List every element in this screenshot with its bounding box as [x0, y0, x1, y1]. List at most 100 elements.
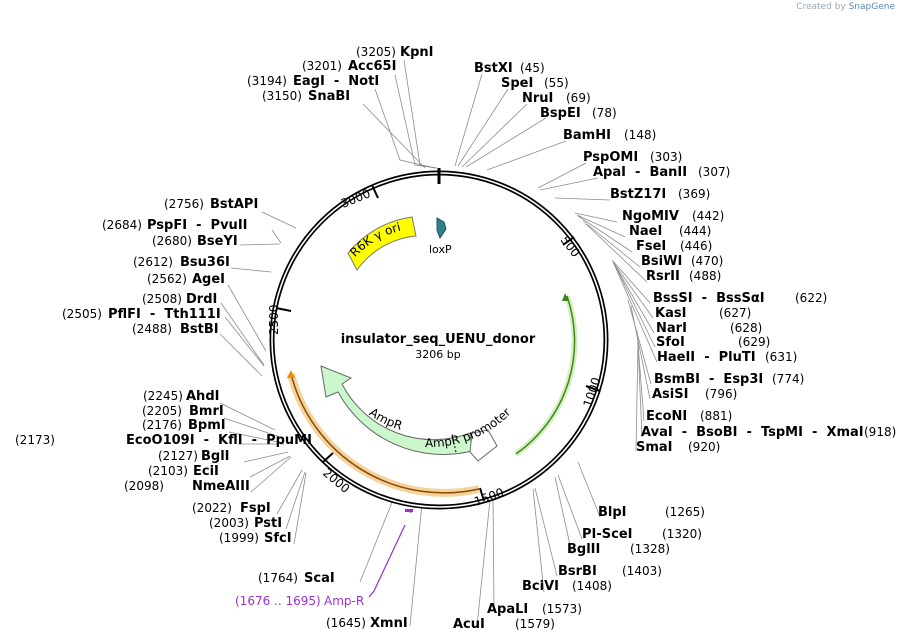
site-label: (2612) Bsu36I — [133, 255, 230, 270]
site-position: (442) — [692, 209, 724, 223]
site-label: (303)PspOMI — [583, 150, 682, 165]
site-enzyme-name: FseI — [636, 239, 666, 254]
site-position: (1320) — [662, 527, 702, 541]
site-label: (918)AvaI - BsoBI - TspMI - XmaI — [641, 425, 896, 440]
site-enzyme-name: EcoO109I - KflI - PpuMI — [126, 433, 312, 448]
site-enzyme-name: KasI — [655, 306, 686, 321]
site-position: (796) — [705, 387, 737, 401]
site-label: (2173)EcoO109I - KflI - PpuMI — [15, 433, 312, 448]
feature-ampr: AmpR — [320, 365, 473, 455]
site-enzyme-name: PflFI - Tth111I — [108, 307, 221, 322]
site-label: (2022)FspI — [192, 501, 271, 516]
site-position: (3194) — [247, 74, 287, 88]
site-label: (2127)BglI — [158, 449, 230, 464]
site-enzyme-name: KpnI — [400, 45, 433, 60]
site-position: (2680) — [152, 234, 192, 248]
site-position: (1408) — [572, 579, 612, 593]
snapgene-logo: SnapGene — [848, 2, 895, 12]
site-enzyme-name: BsrBI — [558, 564, 597, 579]
site-position: (148) — [624, 128, 656, 142]
site-position: (2612) — [133, 255, 173, 269]
site-enzyme-name: AhdI — [186, 389, 219, 404]
site-label: (1645)XmnI — [326, 616, 408, 631]
site-label: (2680)BseYI — [152, 234, 238, 249]
site-position: (2562) — [147, 272, 187, 286]
site-label: (2488)BstBI — [132, 322, 219, 337]
site-label: (1265)BlpI — [598, 505, 705, 520]
site-enzyme-name: SfcI — [264, 531, 292, 546]
site-label: (78)BspEI — [540, 106, 617, 121]
site-position: (2488) — [132, 322, 172, 336]
site-enzyme-name: NmeAIII — [192, 479, 250, 494]
site-label: (45)BstXI — [474, 61, 545, 76]
site-position: (918) — [864, 425, 896, 439]
site-enzyme-name: BstAPI — [210, 197, 258, 212]
site-position: (55) — [544, 76, 569, 90]
site-enzyme-name: NarI — [656, 321, 687, 336]
site-label: (628)NarI — [656, 321, 762, 336]
site-enzyme-name: EcoNI — [646, 409, 687, 424]
site-enzyme-name: AvaI - BsoBI - TspMI - XmaI — [641, 425, 864, 440]
site-enzyme-name: BciVI — [522, 579, 559, 594]
site-enzyme-name: BpmI — [188, 418, 226, 433]
primer-amp-r — [368, 509, 413, 598]
site-position: (2205) — [142, 404, 182, 418]
site-position: (1403) — [622, 564, 662, 578]
site-label: (1408) BciVI — [522, 579, 612, 594]
site-enzyme-name: FspI — [240, 501, 271, 516]
site-position: (303) — [650, 150, 682, 164]
site-enzyme-name: PspFI - PvuII — [147, 218, 248, 233]
site-enzyme-name: AsiSI — [652, 387, 688, 402]
site-label: (631)HaeII - PluTI — [657, 350, 797, 365]
primer-label: (1676 .. 1695) Amp-R — [235, 594, 364, 608]
site-enzyme-name: DrdI — [186, 292, 217, 307]
site-label: (796) AsiSI — [652, 387, 737, 402]
site-position: (69) — [566, 91, 591, 105]
site-label: (774)BsmBI - Esp3I — [654, 372, 804, 387]
site-enzyme-name: Bsu36I — [180, 255, 230, 270]
site-enzyme-name: BglI — [201, 449, 230, 464]
site-label: (1403) BsrBI — [558, 564, 662, 579]
site-position: (1999) — [219, 531, 259, 545]
site-enzyme-name: RsrII — [646, 269, 680, 284]
site-label: (488)RsrII — [646, 269, 721, 284]
site-label: (2003)PstI — [209, 516, 282, 531]
site-position: (369) — [678, 187, 710, 201]
site-label: (920)SmaI — [636, 440, 720, 455]
site-label: (2756)BstAPI — [164, 197, 258, 212]
site-label: (442) NgoMIV — [622, 209, 724, 224]
site-position: (3201) — [302, 59, 342, 73]
site-position: (881) — [700, 409, 732, 423]
site-label: (69)NruI — [522, 91, 591, 106]
site-position: (920) — [688, 440, 720, 454]
site-enzyme-name: NgoMIV — [622, 209, 679, 224]
site-enzyme-name: ApaI - BanII — [593, 165, 687, 180]
tick-label-3000: 3000 — [339, 186, 373, 210]
site-position: (3205) — [356, 45, 396, 59]
site-enzyme-name: ScaI — [304, 571, 335, 586]
site-position: (631) — [765, 350, 797, 364]
site-position: (629) — [738, 335, 770, 349]
site-position: (446) — [680, 239, 712, 253]
restriction-site-labels: (3205)KpnI(3201)Acc65I(3194)EagI - NotI(… — [15, 45, 896, 632]
site-label: (3194)EagI - NotI — [247, 74, 379, 89]
site-label: (470)BsiWI — [641, 254, 723, 269]
site-label: (627)KasI — [655, 306, 751, 321]
site-enzyme-name: BstZ17I — [610, 187, 666, 202]
site-position: (1579) — [515, 617, 555, 631]
tick-label-2500: 2500 — [267, 304, 281, 335]
site-enzyme-name: XmnI — [370, 616, 408, 631]
site-enzyme-name: NaeI — [629, 224, 662, 239]
site-enzyme-name: SfoI — [656, 335, 685, 350]
site-position: (2176) — [142, 418, 182, 432]
site-label: (148)BamHI — [563, 128, 656, 143]
site-position: (1328) — [630, 542, 670, 556]
loxp-label: loxP — [429, 243, 452, 256]
site-label: (3150)SnaBI — [262, 89, 350, 104]
snapgene-credit: Created by SnapGene — [796, 2, 895, 12]
site-position: (774) — [772, 372, 804, 386]
site-label: (3201)Acc65I — [302, 59, 396, 74]
site-label: (1320)PI-SceI — [582, 527, 702, 542]
site-position: (1764) — [258, 571, 298, 585]
